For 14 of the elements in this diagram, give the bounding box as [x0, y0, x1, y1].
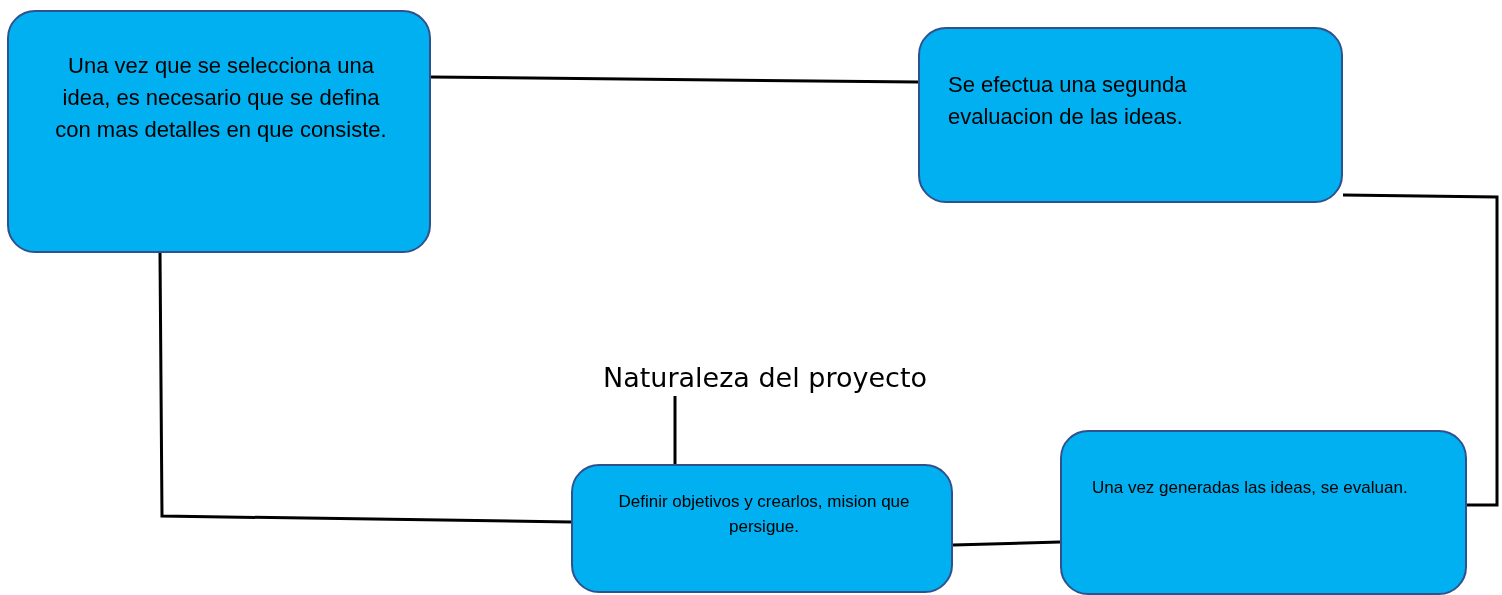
process-box [571, 464, 953, 593]
process-box [7, 10, 431, 253]
process-box [1060, 430, 1467, 595]
connector-line [1342, 193, 1499, 507]
heading-text: Naturaleza del proyecto [601, 361, 928, 395]
box-text: Una vez generadas las ideas, se evaluan. [1092, 477, 1409, 499]
box-text: Se efectua una segunda evaluacion de las ideas. [948, 71, 1188, 131]
box-text: Definir objetivos y crearlos, mision que persigue. [617, 491, 911, 538]
connector-line [431, 75, 918, 84]
connector-line [952, 540, 1061, 547]
process-box [918, 27, 1343, 203]
connector-line [158, 253, 572, 524]
connector-line [673, 396, 677, 464]
box-text: Una vez que se selecciona una idea, es necesario que se defina con mas detalles en que consiste. [54, 52, 388, 144]
